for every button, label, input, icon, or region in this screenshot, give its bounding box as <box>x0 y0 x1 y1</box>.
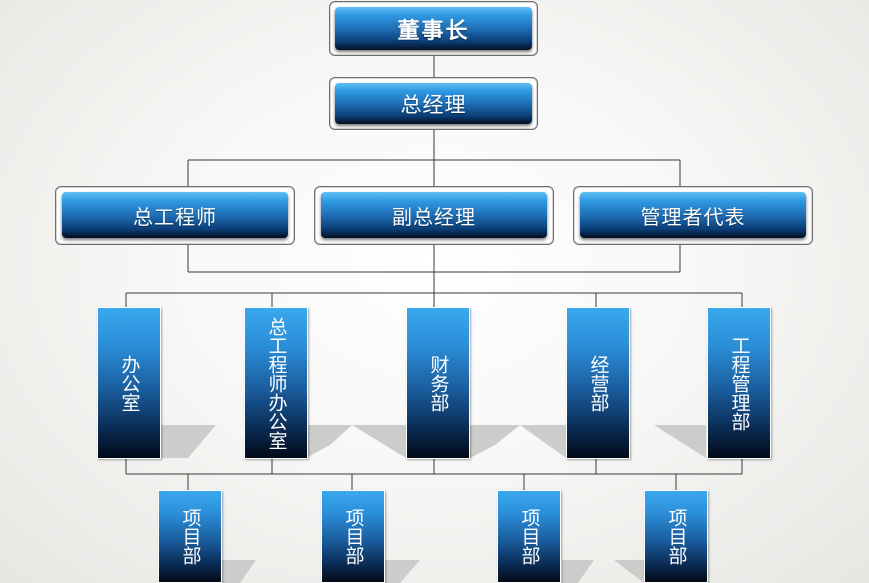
box-shadow <box>384 560 420 583</box>
deputy-gm-label: 副总经理 <box>392 204 476 229</box>
general-manager-label: 总经理 <box>400 92 467 117</box>
dept-finance[interactable]: 财务部 <box>406 307 470 459</box>
box-shadow <box>160 425 216 458</box>
box-shadow <box>222 560 256 583</box>
dept-chief-engineer-office-label: 总工程师办公室 <box>265 316 288 450</box>
box-shadow <box>562 560 594 583</box>
chief-engineer-box[interactable]: 总工程师 <box>62 192 288 238</box>
management-rep-label: 管理者代表 <box>640 204 746 229</box>
chairman-label: 董事长 <box>397 18 470 44</box>
project-dept-label: 项目部 <box>342 508 365 565</box>
project-dept-3[interactable]: 项目部 <box>497 490 561 583</box>
project-dept-label: 项目部 <box>518 508 541 565</box>
box-shadow <box>470 425 520 458</box>
dept-engineering-management[interactable]: 工程管理部 <box>707 307 771 459</box>
chief-engineer-label: 总工程师 <box>133 204 217 229</box>
dept-chief-engineer-office[interactable]: 总工程师办公室 <box>244 307 308 459</box>
project-dept-label: 项目部 <box>665 508 688 565</box>
box-shadow <box>306 425 352 458</box>
box-shadow <box>654 425 706 458</box>
general-manager-box[interactable]: 总经理 <box>335 83 532 124</box>
dept-office[interactable]: 办公室 <box>97 307 161 459</box>
box-shadow <box>614 560 644 583</box>
dept-business-label: 经营部 <box>587 354 610 412</box>
chairman-box[interactable]: 董事长 <box>335 7 532 50</box>
box-shadow <box>520 425 566 458</box>
dept-engineering-management-label: 工程管理部 <box>728 335 751 431</box>
box-shadow <box>352 425 406 458</box>
dept-business[interactable]: 经营部 <box>566 307 630 459</box>
dept-finance-label: 财务部 <box>427 354 450 412</box>
project-dept-4[interactable]: 项目部 <box>644 490 708 583</box>
deputy-gm-box[interactable]: 副总经理 <box>321 192 547 238</box>
dept-office-label: 办公室 <box>118 354 141 412</box>
management-rep-box[interactable]: 管理者代表 <box>580 192 806 238</box>
project-dept-2[interactable]: 项目部 <box>321 490 385 583</box>
project-dept-label: 项目部 <box>179 508 202 565</box>
project-dept-1[interactable]: 项目部 <box>158 490 222 583</box>
